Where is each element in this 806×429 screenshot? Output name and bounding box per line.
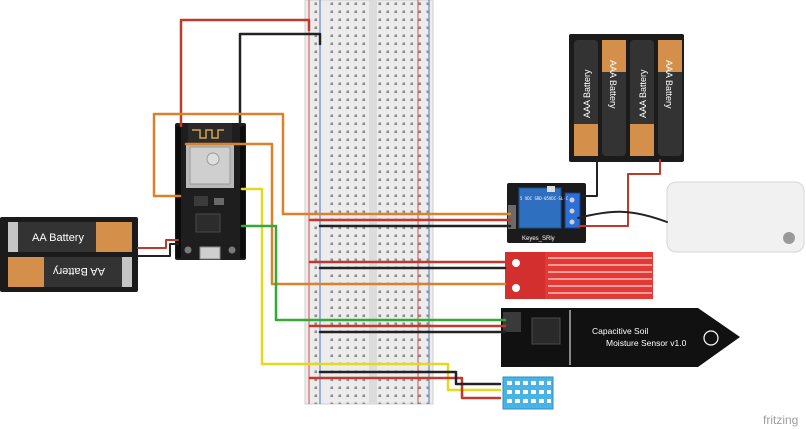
aa-battery-label-top: AA Battery <box>32 232 84 244</box>
wire-black-battery <box>137 243 179 257</box>
wire-black-aaa-pump <box>582 159 598 197</box>
wire-green-soil <box>240 224 507 322</box>
wire-red-aaa-relay <box>577 159 661 227</box>
wire-orange-water-sensor <box>184 142 507 286</box>
wire-orange-relay <box>152 112 512 216</box>
aaa-battery-label-4: AAA Battery <box>664 60 674 109</box>
relay-brand-label: Keyes_SRly <box>522 236 555 242</box>
wire-red-esp-power <box>179 18 311 128</box>
relay-spec-label: 5 VDC SRD-05VDC-SL-C <box>520 196 569 201</box>
soil-sensor-label-line1: Capacitive Soil <box>592 326 648 336</box>
water-level-sensor <box>505 252 653 299</box>
water-pump <box>666 181 805 253</box>
breadboard <box>304 0 434 405</box>
dht-sensor <box>502 376 554 410</box>
aaa-battery-label-1: AAA Battery <box>582 69 592 118</box>
soil-moisture-sensor <box>501 308 740 367</box>
wire-black-dht <box>318 370 502 386</box>
aa-battery-pack <box>0 217 138 292</box>
relay-module <box>507 183 586 243</box>
soil-sensor-label-line2: Moisture Sensor v1.0 <box>606 338 687 348</box>
wire-red-dht <box>308 376 502 400</box>
aaa-battery-label-2: AAA Battery <box>608 60 618 109</box>
aa-battery-label-bottom: AA Battery <box>53 265 105 277</box>
fritzing-watermark: fritzing <box>763 413 798 427</box>
wire-black-pump <box>577 210 668 223</box>
wire-yellow-dht <box>240 187 502 392</box>
aaa-battery-label-3: AAA Battery <box>638 69 648 118</box>
wire-black-esp-ground <box>238 32 322 128</box>
aaa-battery-pack <box>569 34 684 162</box>
wire-red-battery <box>137 239 179 249</box>
esp32-board <box>175 123 246 260</box>
